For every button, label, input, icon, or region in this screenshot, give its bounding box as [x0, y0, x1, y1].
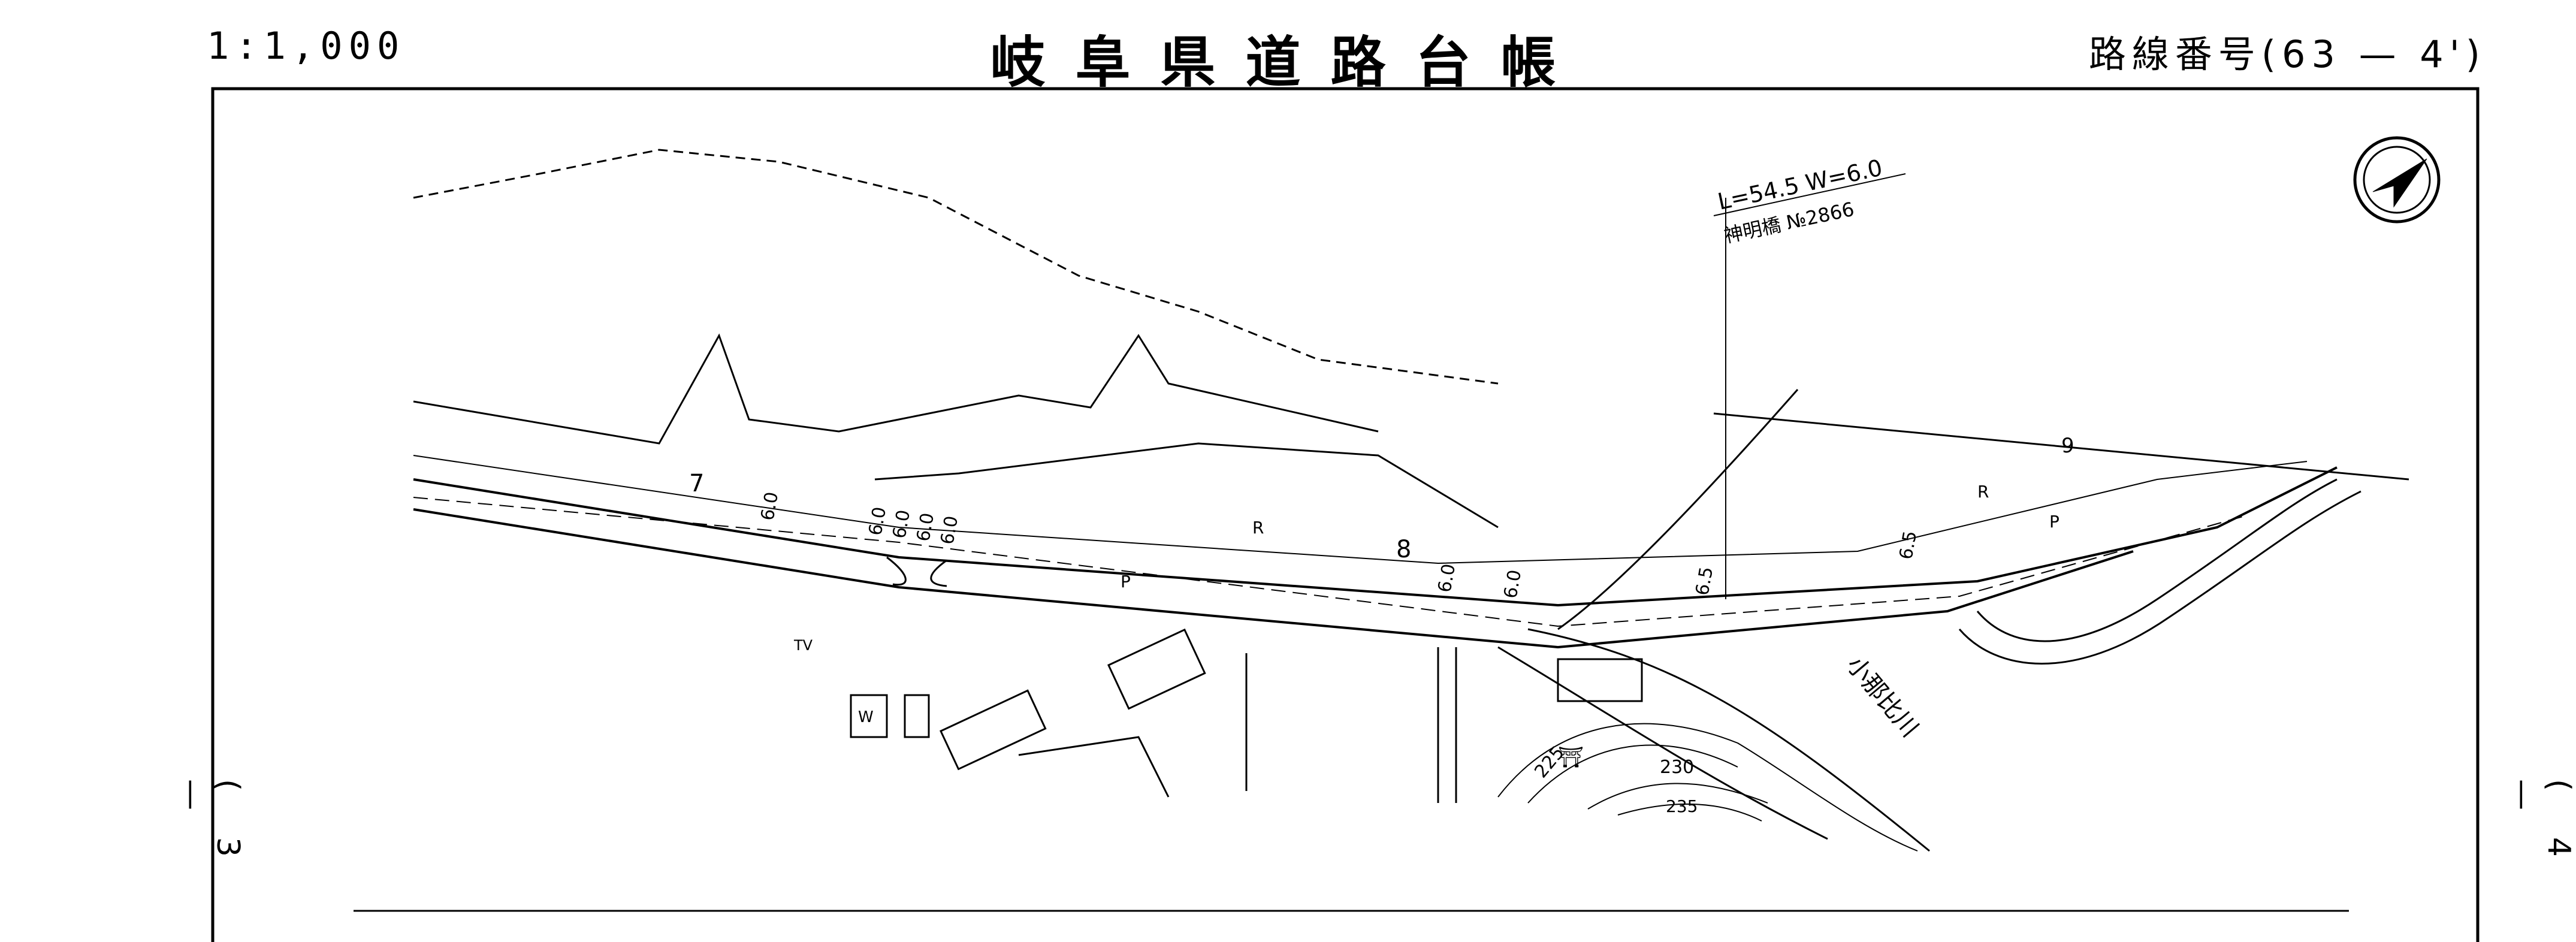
bridge-label-underline — [1713, 173, 1906, 216]
road-width-label: 6.5 — [1895, 529, 1921, 561]
contour-lines — [1497, 723, 1918, 852]
contour-label: 230 — [1660, 757, 1694, 778]
side-label-right: R — [1977, 482, 1989, 502]
bridge-dimensions: L=54.5 W=6.0 — [1716, 155, 1885, 215]
river-banks — [1497, 389, 2409, 852]
curved-road — [1958, 478, 2361, 665]
side-label-pavement: P — [2049, 512, 2059, 532]
sheet-mark-right: ( 4 — — [2505, 779, 2576, 875]
road-width-label: 6.0 — [913, 511, 938, 543]
road-width-label: 6.5 — [1692, 565, 1717, 597]
road-width-label: 6.0 — [1500, 568, 1526, 600]
road-alignment — [413, 455, 2338, 649]
map-frame — [211, 87, 2480, 942]
water-symbol: W — [858, 708, 874, 726]
contour-label: 235 — [1666, 796, 1698, 816]
road-centerline — [413, 497, 2248, 627]
tv-symbol: TV — [793, 637, 813, 654]
road-width-label: 6.0 — [889, 508, 914, 540]
river-name: 小那比川 — [1841, 651, 1923, 742]
map-scale: 1:1,000 — [207, 24, 406, 68]
road-width-label: 6.0 — [1434, 562, 1460, 594]
station-label: 8 — [1396, 536, 1411, 563]
side-label-right: R — [1252, 518, 1264, 538]
sheet-mark-left: ( 3 — — [174, 779, 246, 875]
buildings — [850, 628, 1643, 803]
side-label-pavement: P — [1121, 572, 1131, 591]
station-label: 7 — [689, 470, 704, 497]
map-title: 岐阜県道路台帳 — [990, 31, 1586, 95]
shrine-symbol: ⛩ — [1558, 745, 1584, 769]
road-width-label: 6.0 — [937, 514, 962, 546]
north-arrow-icon — [2353, 136, 2441, 224]
station-label: 9 — [2061, 434, 2074, 458]
hillside-boundary — [413, 149, 1499, 529]
route-number: 路線番号(63 — 4') — [2088, 32, 2486, 76]
road-width-label: 6.0 — [757, 490, 783, 522]
road-width-label: 6.0 — [865, 505, 890, 537]
